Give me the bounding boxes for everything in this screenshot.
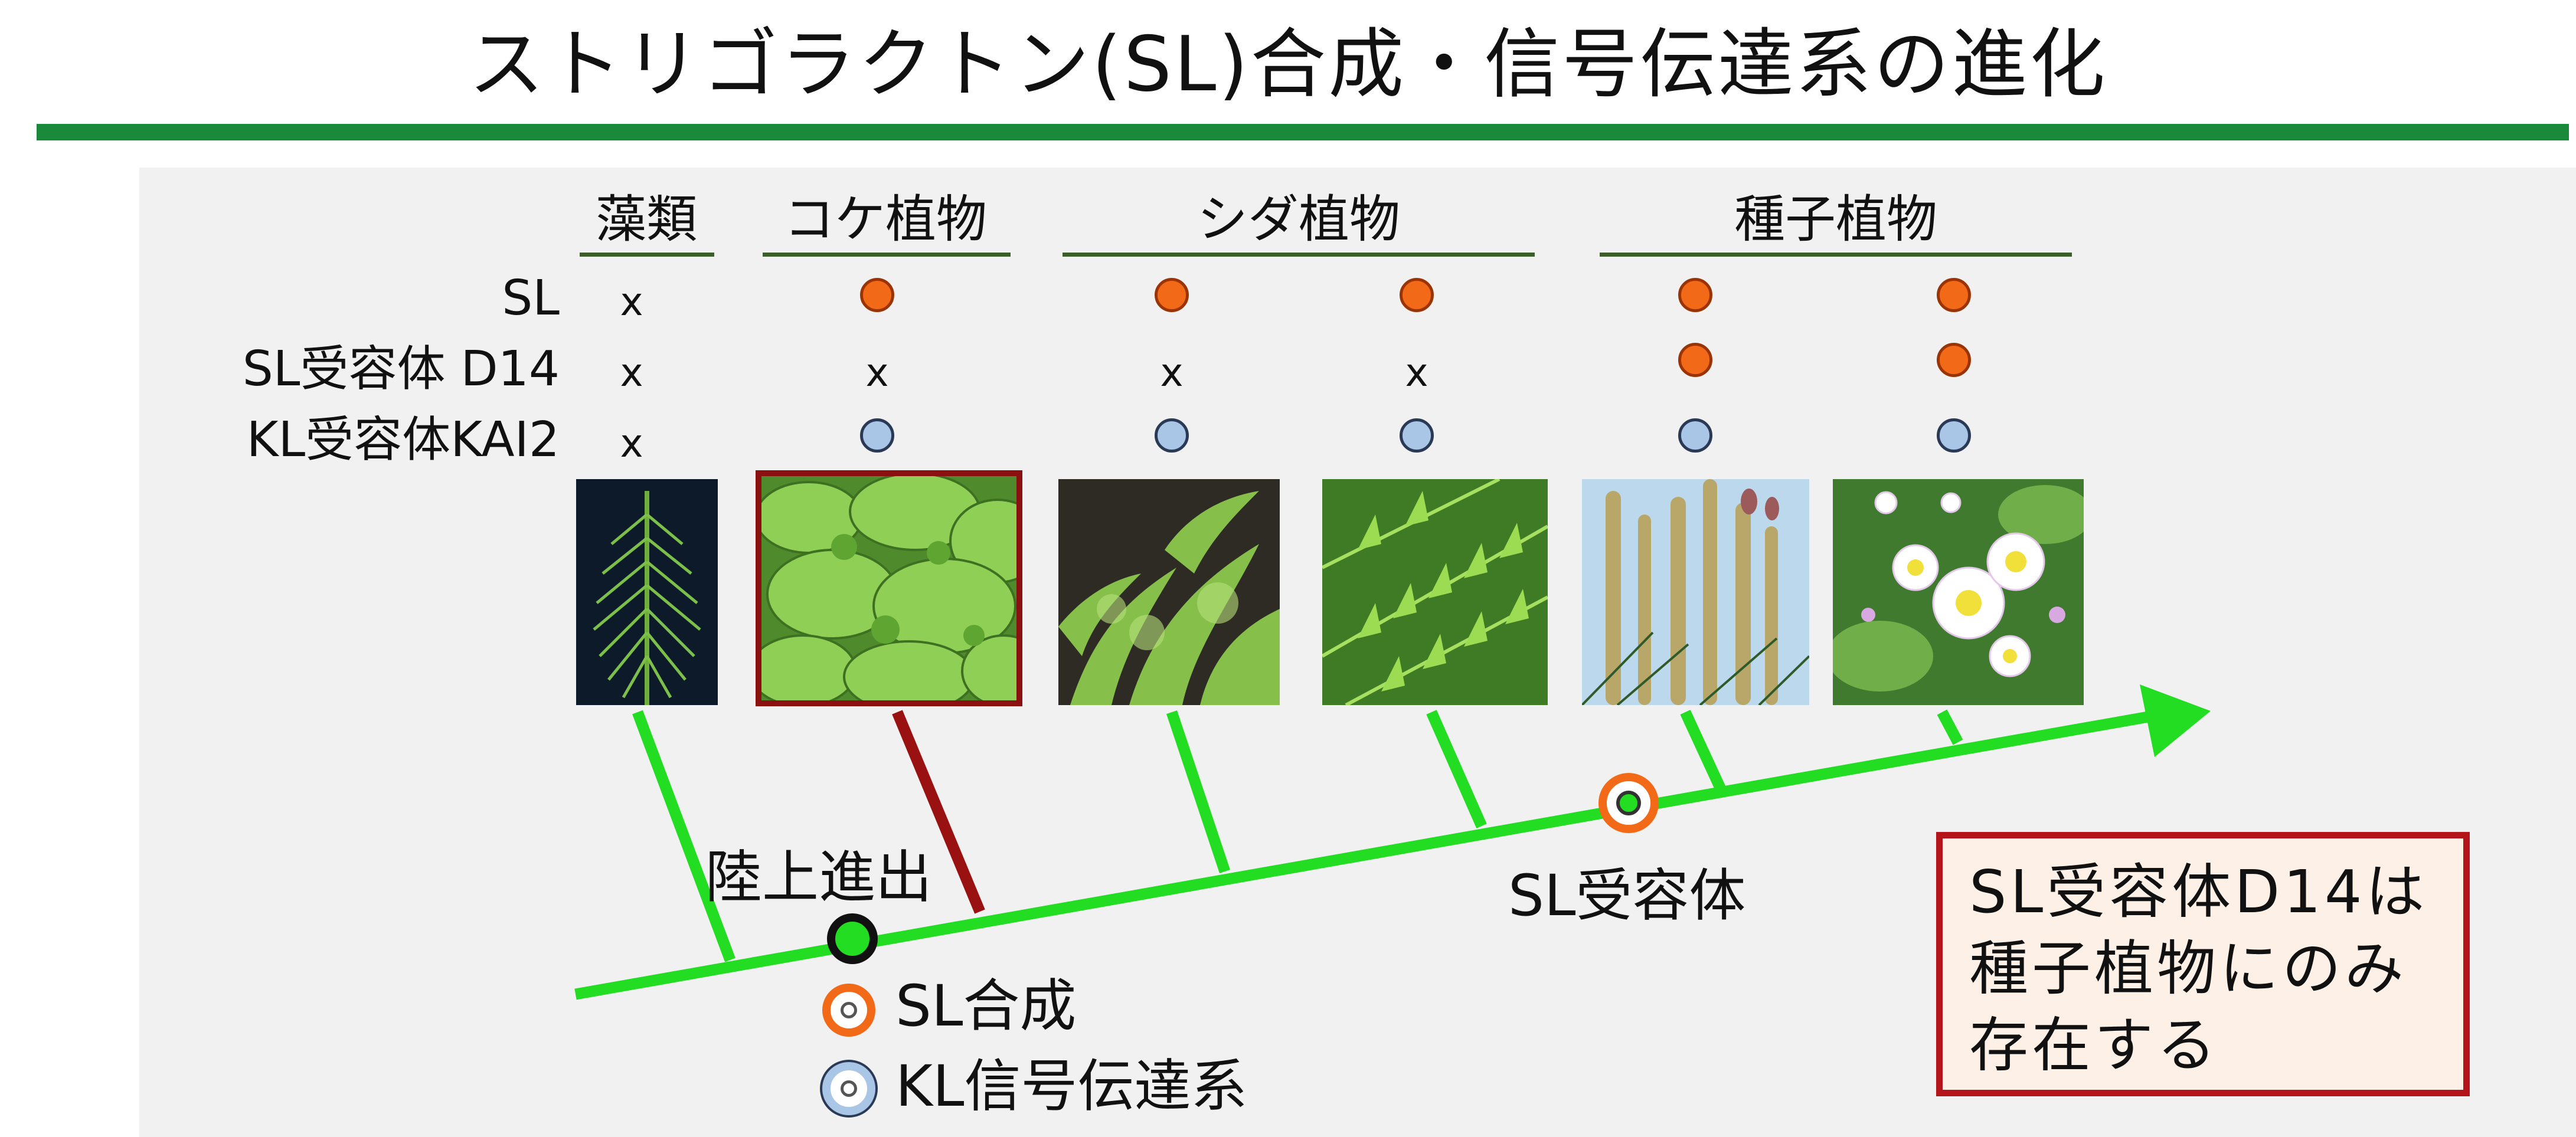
moss-photo [756, 470, 1022, 706]
note-line-3: 存在する [1969, 1011, 2219, 1080]
land-ring-marker [827, 913, 878, 964]
receptor-annotation: SL受容体 [1508, 863, 1746, 929]
algae-photo [576, 479, 718, 705]
sl-dot [1400, 278, 1434, 312]
page-title: ストリゴラクトン(SL)合成・信号伝達系の進化 [468, 21, 2108, 109]
branch-seed1 [1680, 710, 1726, 791]
sl-dot [860, 278, 894, 312]
branch-fern1 [1166, 710, 1231, 874]
cell-moss-d14: x [865, 350, 889, 395]
sl-dot [1937, 278, 1971, 312]
flower-photo [1833, 479, 2084, 705]
group-rule-moss [763, 253, 1011, 257]
kl-dot [1678, 418, 1712, 453]
receptor-ring-marker [1598, 773, 1659, 833]
receptor-ring-inner [1616, 791, 1641, 815]
row-label-d14: SL受容体 D14 [242, 341, 560, 397]
legend-ring-inner [841, 1002, 857, 1018]
legend-kl-signaling: KL信号伝達系 [895, 1053, 1248, 1119]
group-rule-seed [1600, 253, 2072, 257]
note-line-2: 種子植物にのみ [1969, 934, 2407, 1003]
cell-fern2-d14: x [1405, 350, 1428, 395]
fern2-photo [1322, 479, 1548, 705]
kl-dot [860, 418, 894, 453]
group-rule-algae [580, 253, 714, 257]
sl-dot [1155, 278, 1189, 312]
land-annotation: 陸上進出 [705, 844, 932, 910]
kl-dot [1400, 418, 1434, 453]
cell-algae-sl: x [620, 279, 643, 325]
cell-algae-d14: x [620, 350, 643, 395]
group-label-algae: 藻類 [596, 190, 697, 249]
group-rule-fern [1063, 253, 1535, 257]
kl-dot [1937, 418, 1971, 453]
note-text: SL受容体D14は 種子植物にのみ 存在する [1969, 854, 2453, 1084]
kl-signaling-legend-icon [822, 1062, 875, 1115]
pine-photo [1582, 479, 1809, 705]
note-line-1: SL受容体D14は [1969, 857, 2428, 926]
sl-dot [1937, 343, 1971, 377]
row-label-kai2: KL受容体KAI2 [246, 412, 560, 468]
cell-algae-kai2: x [620, 421, 643, 466]
group-label-moss: コケ植物 [784, 190, 987, 249]
arrow-head-icon [2140, 684, 2211, 757]
sl-dot [1678, 278, 1712, 312]
sl-synthesis-legend-icon [822, 984, 875, 1037]
branch-seed2 [1937, 709, 1963, 745]
group-label-seed: 種子植物 [1734, 190, 1937, 249]
branch-algae [632, 710, 735, 962]
note-box: SL受容体D14は 種子植物にのみ 存在する [1936, 832, 2470, 1096]
legend-sl-synthesis: SL合成 [895, 973, 1077, 1039]
kl-dot [1155, 418, 1189, 453]
fern1-photo [1058, 479, 1280, 705]
cell-fern1-d14: x [1160, 350, 1184, 395]
branch-moss [892, 710, 985, 914]
legend-ring-inner [841, 1080, 857, 1097]
title-divider [37, 124, 2569, 140]
branch-fern2 [1426, 710, 1487, 828]
sl-dot [1678, 343, 1712, 377]
group-label-fern: シダ植物 [1197, 190, 1400, 249]
row-label-sl: SL [502, 270, 560, 326]
